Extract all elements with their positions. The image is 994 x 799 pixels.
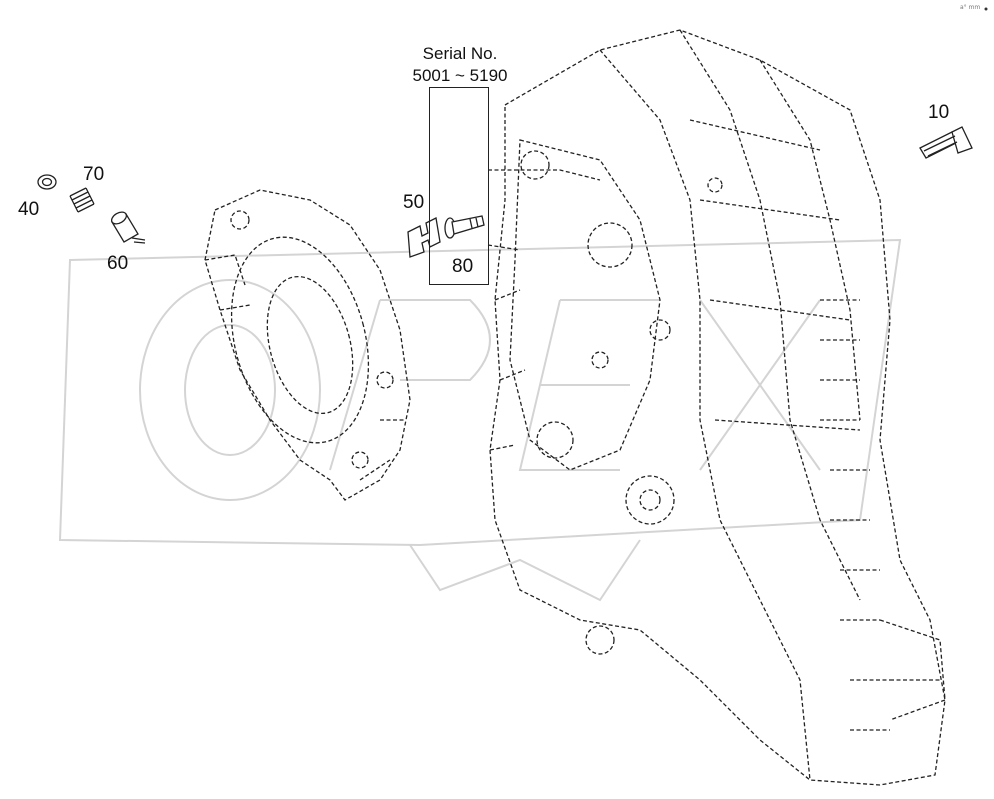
- callout-60: 60: [107, 253, 129, 274]
- callout-50: 50: [403, 192, 425, 213]
- sleeve-part: [110, 211, 146, 244]
- bolt-part: [444, 215, 485, 239]
- callout-40: 40: [18, 199, 40, 220]
- leader-lines: [487, 169, 601, 251]
- watermark-logo: [58, 238, 902, 602]
- cover-plate: [204, 189, 411, 501]
- callout-10: 10: [928, 102, 950, 123]
- callout-80: 80: [452, 256, 474, 277]
- ring-part: [37, 174, 57, 190]
- callout-70: 70: [83, 164, 105, 185]
- spring-part: [69, 187, 95, 213]
- serial-box: [429, 87, 489, 285]
- serial-range: 5001 ~ 5190: [412, 66, 508, 85]
- serial-label: Serial No.: [422, 44, 498, 63]
- plug-part: [919, 126, 973, 159]
- transmission-housing: [489, 29, 946, 786]
- corner-mark: a° mm: [960, 4, 981, 11]
- clip-part: [407, 217, 441, 258]
- corner-dot: [984, 7, 988, 11]
